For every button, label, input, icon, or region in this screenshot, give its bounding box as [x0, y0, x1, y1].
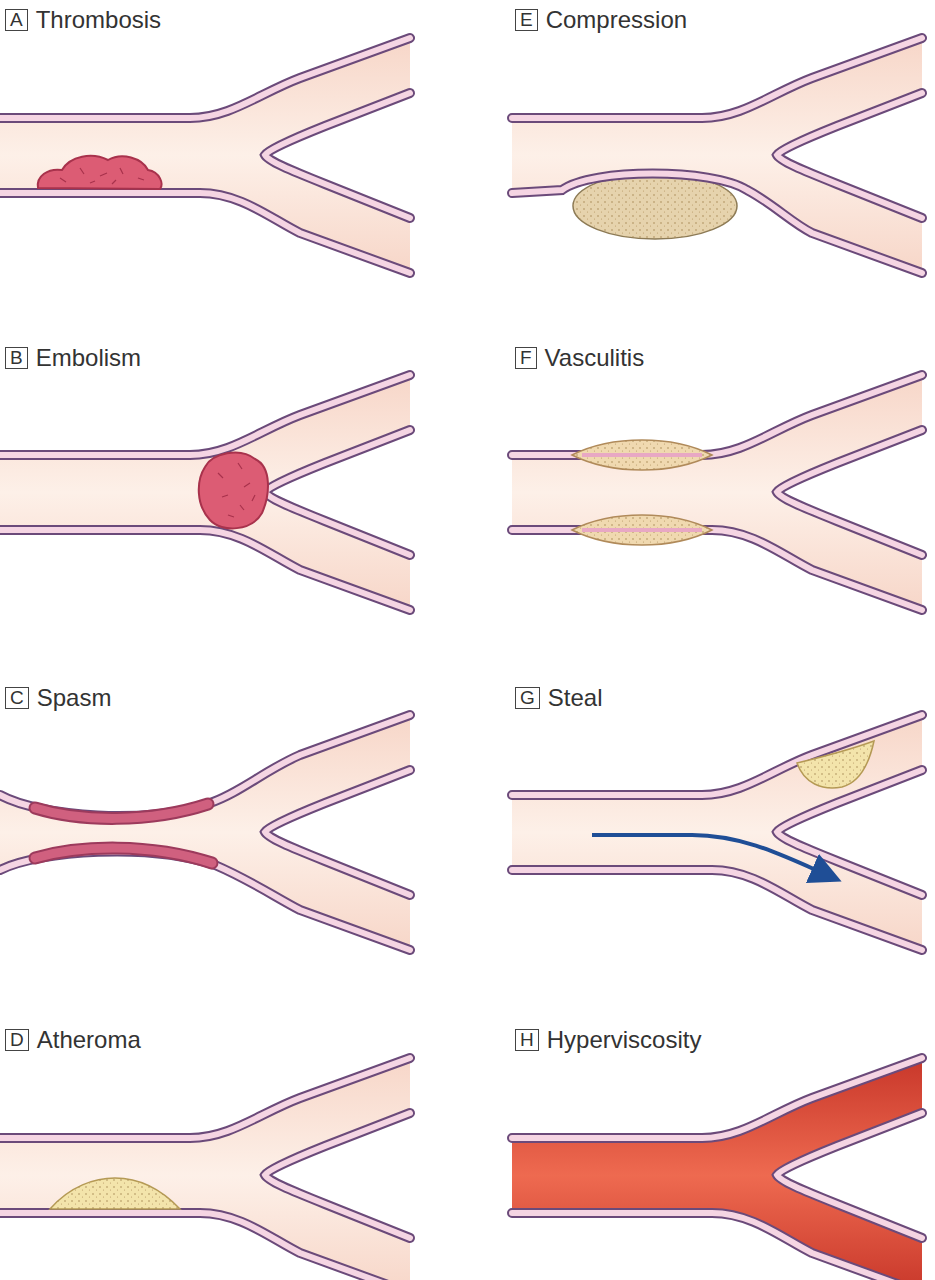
panel-title: Hyperviscosity: [547, 1026, 702, 1054]
panel-title: Compression: [546, 6, 687, 34]
panel-letter: C: [5, 687, 29, 709]
panel-label: G Steal: [515, 684, 602, 712]
panel-title: Vasculitis: [545, 344, 645, 372]
panel-label: C Spasm: [5, 684, 111, 712]
panel-label: B Embolism: [5, 344, 141, 372]
panel-label: H Hyperviscosity: [515, 1026, 701, 1054]
panel-letter: E: [515, 9, 538, 31]
vasculitis-figure: [512, 375, 922, 610]
panel-label: F Vasculitis: [515, 344, 644, 372]
panel-letter: B: [5, 347, 28, 369]
panel-letter: A: [5, 9, 28, 31]
panel-label: D Atheroma: [5, 1026, 141, 1054]
panel-title: Thrombosis: [36, 6, 161, 34]
atheroma-figure: [0, 1058, 410, 1280]
panel-letter: F: [515, 347, 537, 369]
panel-letter: G: [515, 687, 540, 709]
steal-figure: [512, 715, 922, 950]
panel-title: Spasm: [37, 684, 112, 712]
panel-title: Embolism: [36, 344, 141, 372]
panel-title: Atheroma: [37, 1026, 141, 1054]
compression-figure: [512, 38, 922, 273]
panel-letter: H: [515, 1029, 539, 1051]
panel-title: Steal: [548, 684, 603, 712]
embolism-figure: [0, 375, 410, 610]
panel-letter: D: [5, 1029, 29, 1051]
panel-label: A Thrombosis: [5, 6, 161, 34]
thrombosis-figure: [0, 38, 410, 273]
spasm-figure: [0, 715, 410, 950]
hyperviscosity-figure: [512, 1058, 922, 1280]
panel-label: E Compression: [515, 6, 687, 34]
